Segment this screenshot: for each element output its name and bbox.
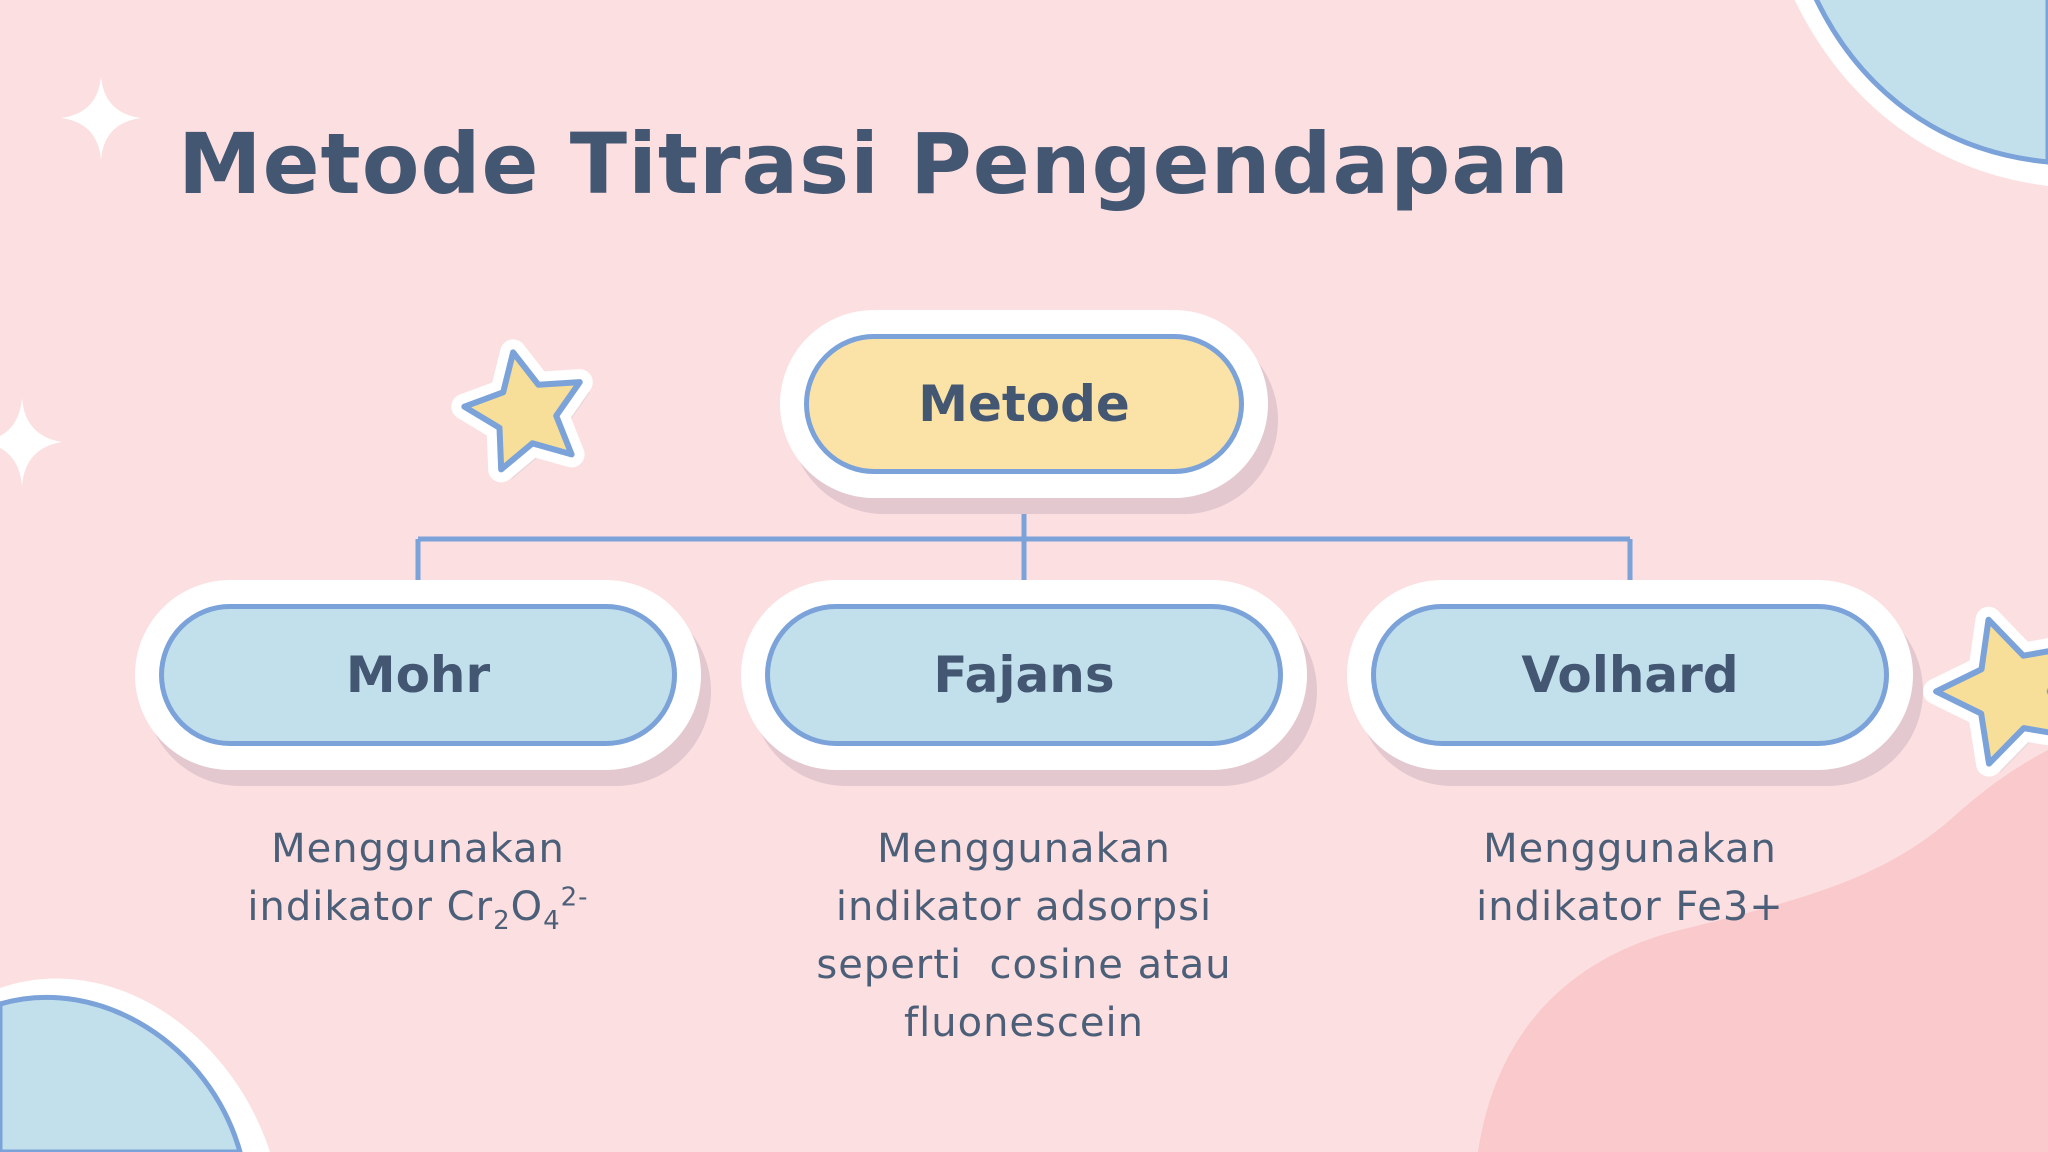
description-mohr-line1: Menggunakan xyxy=(271,826,565,872)
description-mohr-mid: O xyxy=(510,884,544,930)
sparkle-icon xyxy=(0,398,62,486)
description-mohr-superscript: 2- xyxy=(560,882,589,913)
pink-blob-shape xyxy=(1478,750,2048,1152)
leaf-shape-bottom-left xyxy=(0,978,270,1152)
description-volhard: Menggunakan indikator Fe3+ xyxy=(1476,826,1784,930)
description-mohr-subscript: 2 xyxy=(493,906,511,936)
star-icon xyxy=(1923,606,2048,777)
sparkle-icon xyxy=(61,76,141,160)
child-node-mohr: Mohr xyxy=(159,604,677,746)
root-node-metode: Metode xyxy=(804,334,1244,474)
leaf-shape-top-right xyxy=(1794,0,2048,186)
star-icon xyxy=(451,339,593,483)
child-node-fajans: Fajans xyxy=(765,604,1283,746)
child-node-volhard: Volhard xyxy=(1371,604,1889,746)
description-mohr: Menggunakan indikator Cr2O42- xyxy=(158,820,678,936)
slide-title: Metode Titrasi Pengendapan xyxy=(178,115,1570,213)
tree-connectors xyxy=(415,474,1633,604)
description-mohr-prefix: indikator Cr xyxy=(247,884,494,930)
description-fajans: Menggunakan indikator adsorpsi seperti c… xyxy=(816,826,1232,1046)
description-mohr-subscript: 4 xyxy=(543,906,561,936)
